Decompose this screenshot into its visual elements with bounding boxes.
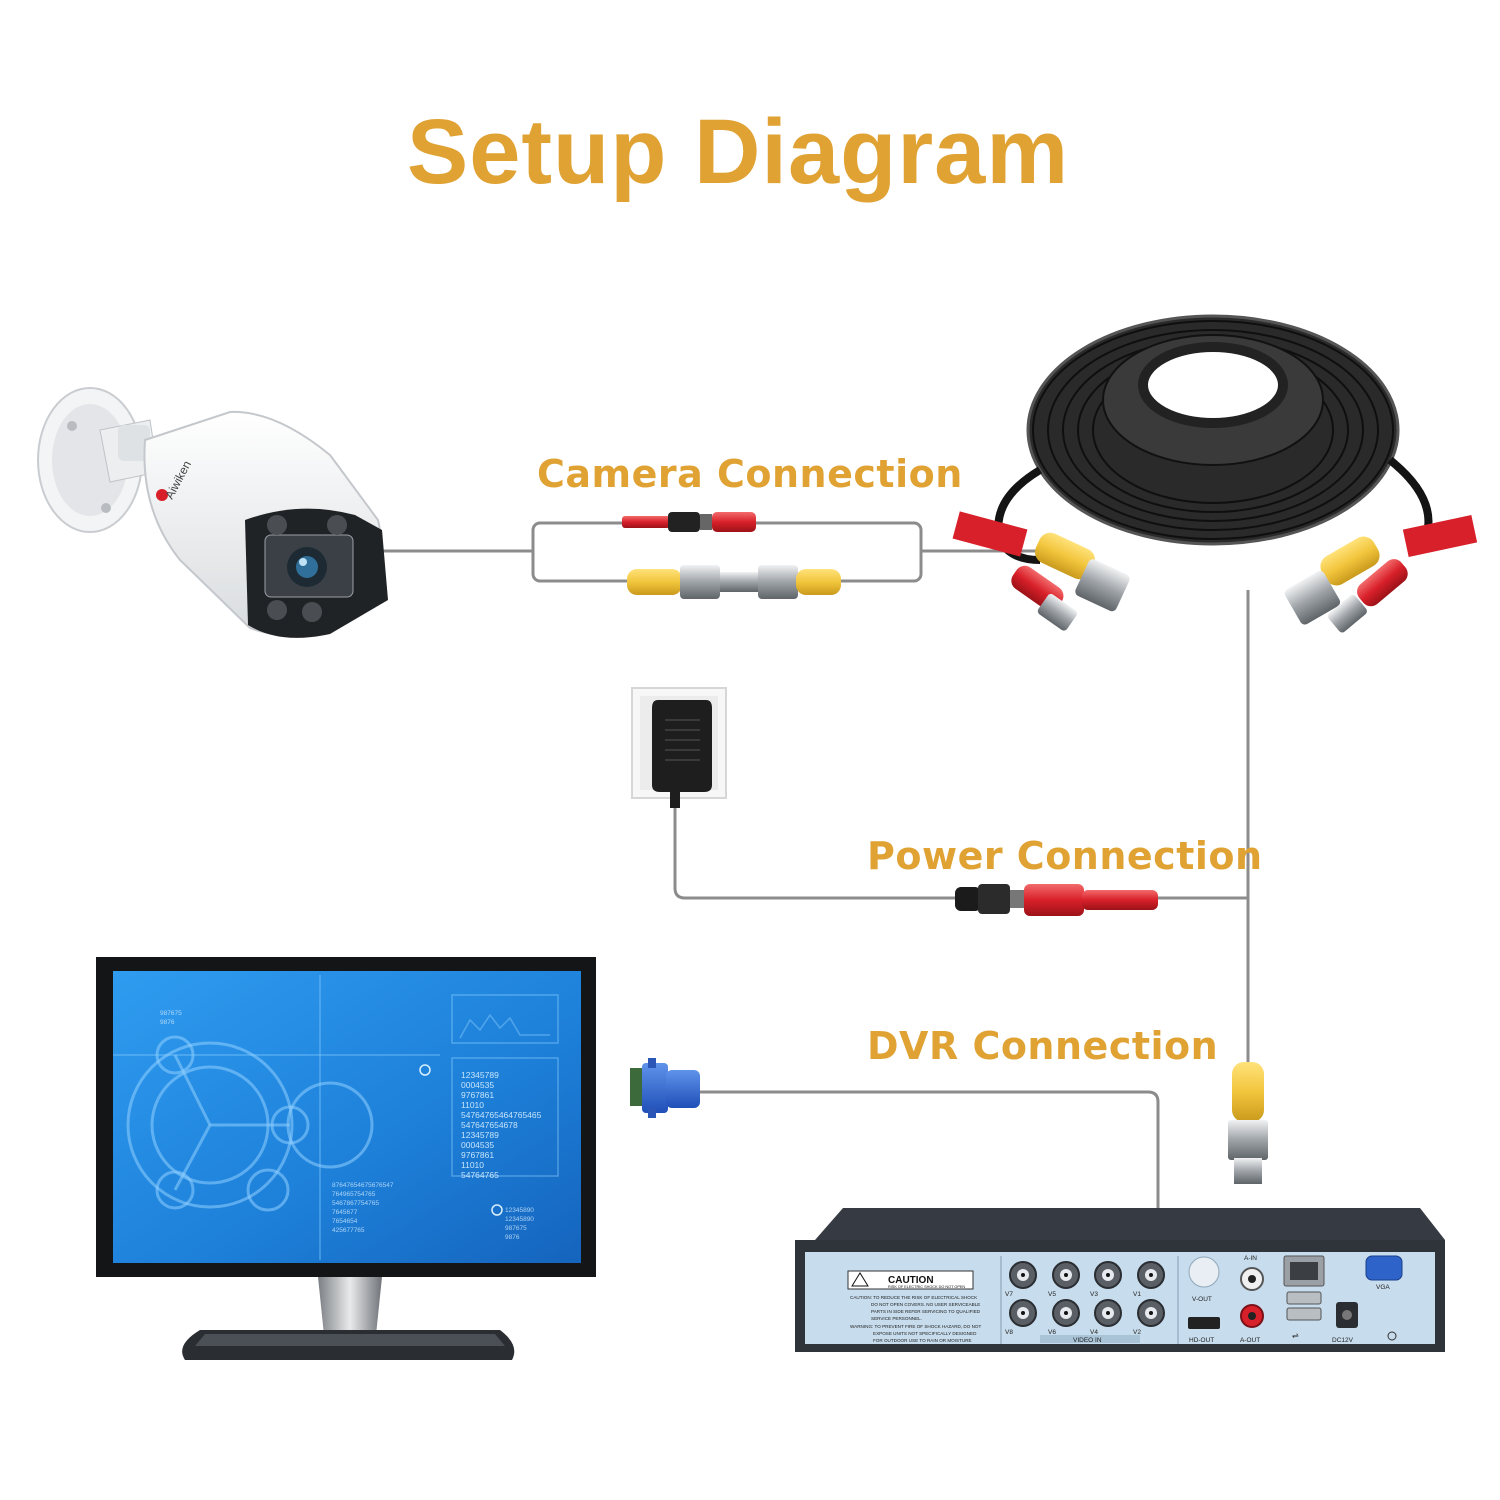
screen-number: 12345890 — [505, 1216, 534, 1223]
caution-line: SERVICE PERSONNEL. — [871, 1316, 922, 1321]
video-in-ports: V7 V5 V3 V1 V8 V6 V4 V2 VIDEO IN — [1005, 1261, 1165, 1344]
dvr-recorder: CAUTION RISK OF ELECTRIC SHOCK DO NOT OP… — [795, 1208, 1445, 1352]
camera-connection-label: Camera Connection — [537, 452, 963, 496]
dvr-back-panel — [805, 1252, 1435, 1344]
screen-number: 12345789 — [461, 1130, 499, 1140]
cable-tag-left — [952, 511, 1028, 557]
channel-label: V7 — [1005, 1291, 1013, 1298]
spool-left-connectors — [1011, 532, 1130, 631]
screen-number: 11010 — [461, 1100, 484, 1110]
dvr-bnc-plug — [1228, 1062, 1268, 1184]
monitor-screen — [113, 971, 581, 1263]
screen-number: 9876 — [505, 1234, 520, 1241]
caution-sub: RISK OF ELECTRIC SHOCK DO NOT OPEN — [888, 1285, 965, 1289]
hdmi-port[interactable] — [1188, 1317, 1220, 1329]
screen-number: 987675 — [160, 1010, 182, 1017]
screen-number: 7645677 — [332, 1209, 358, 1216]
usb-port-2[interactable] — [1286, 1307, 1322, 1321]
screen-number: 764965754765 — [332, 1191, 376, 1198]
caution-line: CAUTION: TO REDUCE THE RISK OF ELECTRICA… — [850, 1295, 978, 1300]
dvr-connection-label: DVR Connection — [867, 1024, 1219, 1068]
cable-tag-right — [1402, 515, 1478, 557]
screen-number: 11010 — [461, 1160, 484, 1170]
screen-number: 54764765 — [461, 1170, 499, 1180]
usb-port-1[interactable] — [1286, 1291, 1322, 1305]
yellow-bnc-coupler — [627, 565, 841, 599]
monitor-stand-neck — [318, 1277, 382, 1335]
screen-number: 987675 — [505, 1225, 527, 1232]
red-power-adapter-plug — [622, 512, 756, 532]
a-out-label: A-OUT — [1240, 1337, 1260, 1344]
screen-number: 0004535 — [461, 1080, 494, 1090]
vga-label: VGA — [1376, 1284, 1390, 1291]
v-out-port[interactable] — [1188, 1256, 1220, 1288]
caution-label: CAUTION RISK OF ELECTRIC SHOCK DO NOT OP… — [847, 1270, 981, 1343]
screen-number: 547647654678 — [461, 1120, 518, 1130]
screen-number: 54764765464765465 — [461, 1110, 542, 1120]
power-adapter — [631, 687, 727, 808]
screen-number: 0004535 — [461, 1140, 494, 1150]
screen-number: 7654654 — [332, 1218, 358, 1225]
channel-label: V4 — [1090, 1329, 1098, 1336]
caution-title: CAUTION — [888, 1275, 934, 1286]
ground-icon — [1387, 1331, 1397, 1341]
monitor: 12345789 0004535 9767861 11010 547647654… — [96, 957, 596, 1360]
v-out-label: V-OUT — [1192, 1296, 1212, 1303]
channel-label: V2 — [1133, 1329, 1141, 1336]
channel-label: V6 — [1048, 1329, 1056, 1336]
camera-logo-icon — [156, 489, 168, 501]
warning-line: FOR OUTDOOR USE TO RAIN OR MOISTURE — [873, 1338, 972, 1343]
screen-number: 425677765 — [332, 1227, 365, 1234]
page-title: Setup Diagram — [406, 101, 1070, 203]
a-in-label: A-IN — [1244, 1255, 1257, 1262]
vga-connection-wire — [698, 1090, 1160, 1208]
vga-connector — [630, 1058, 700, 1118]
screen-number: 12345890 — [505, 1207, 534, 1214]
channel-label: V3 — [1090, 1291, 1098, 1298]
power-splitter-plug — [955, 884, 1158, 916]
channel-label: V5 — [1048, 1291, 1056, 1298]
screen-number: 87647654675676547 — [332, 1182, 394, 1189]
screen-number: 9767861 — [461, 1090, 494, 1100]
usb-icon: ⇌ — [1292, 1331, 1299, 1340]
channel-label: V1 — [1133, 1291, 1141, 1298]
video-in-label: VIDEO IN — [1073, 1337, 1102, 1344]
channel-label: V8 — [1005, 1329, 1013, 1336]
bullet-camera: Aiwiken — [37, 387, 388, 638]
screen-number: 5467867754765 — [332, 1200, 379, 1207]
screen-number: 9876 — [160, 1019, 175, 1026]
hd-out-label: HD-OUT — [1189, 1337, 1214, 1344]
caution-line: PARTS IN SIDE REFER SERVICING TO QUALIFI… — [871, 1309, 981, 1314]
caution-line: DO NOT OPEN COVERS. NO USER SERVICEABLE — [871, 1302, 980, 1307]
vga-port[interactable] — [1365, 1255, 1403, 1281]
warning-line: WARNING: TO PREVENT FIRE OF SHOCK HAZARD… — [850, 1324, 981, 1329]
screen-number: 9767861 — [461, 1150, 494, 1160]
dc12v-label: DC12V — [1332, 1337, 1354, 1344]
warning-line: EXPOSE UNITS NOT SPECIFICALLY DESIGNED — [873, 1331, 977, 1336]
spool-right-connectors — [1284, 536, 1408, 633]
power-connection-label: Power Connection — [867, 834, 1263, 878]
bnc-cable-spool — [952, 314, 1478, 633]
screen-number: 12345789 — [461, 1070, 499, 1080]
power-connection-wire — [673, 805, 1248, 900]
